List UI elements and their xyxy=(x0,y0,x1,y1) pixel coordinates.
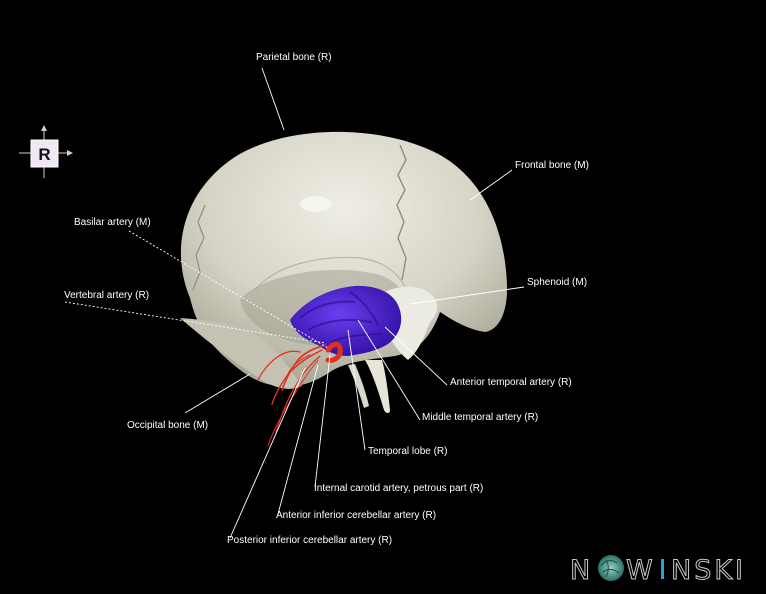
ica-segment xyxy=(325,341,343,363)
leader-basilar xyxy=(128,230,329,349)
label-vertebral-artery: Vertebral artery (R) xyxy=(64,290,149,301)
artery-branch-4 xyxy=(267,359,319,447)
pterygoid-process xyxy=(365,360,390,413)
watermark: N W NSKI xyxy=(570,555,746,587)
temporal-lobe-gyri xyxy=(299,291,383,343)
styloid-process xyxy=(348,364,369,408)
label-internal-carotid-artery: Internal carotid artery, petrous part (R… xyxy=(314,483,483,494)
artery-branch-3 xyxy=(275,355,321,433)
label-temporal-lobe: Temporal lobe (R) xyxy=(368,446,447,457)
label-sphenoid: Sphenoid (M) xyxy=(527,277,587,288)
leader-mid-temporal xyxy=(357,319,421,421)
squamous-suture xyxy=(254,256,411,301)
leader-temporal-lobe xyxy=(347,329,366,451)
label-pica: Posterior inferior cerebellar artery (R) xyxy=(227,535,392,546)
artery-branch-5 xyxy=(257,350,301,381)
label-middle-temporal-artery: Middle temporal artery (R) xyxy=(422,412,538,423)
label-anterior-temporal-artery: Anterior temporal artery (R) xyxy=(450,377,572,388)
label-parietal-bone: Parietal bone (R) xyxy=(256,52,332,63)
artery-branch-2 xyxy=(271,349,323,405)
label-aica: Anterior inferior cerebellar artery (R) xyxy=(276,510,436,521)
label-occipital-bone: Occipital bone (M) xyxy=(127,420,208,431)
leader-sphenoid xyxy=(409,286,525,305)
coronal-suture xyxy=(396,144,407,281)
leader-pica xyxy=(229,367,306,539)
leader-frontal xyxy=(469,169,513,201)
labels: Parietal bone (R) Frontal bone (M) Basil… xyxy=(64,52,589,546)
leader-ant-temporal xyxy=(384,326,448,386)
watermark-brain-folds xyxy=(600,559,620,578)
watermark-i-bar xyxy=(661,559,664,579)
arteries xyxy=(257,341,343,447)
leader-occipital xyxy=(184,373,251,414)
leader-aica xyxy=(277,364,319,515)
orientation-letter: R xyxy=(38,145,50,164)
leader-lines xyxy=(64,67,525,539)
label-basilar-artery: Basilar artery (M) xyxy=(74,217,151,228)
skull xyxy=(180,131,508,413)
artery-branch-1 xyxy=(281,344,326,391)
skull-highlight xyxy=(300,196,332,212)
watermark-nski: NSKI xyxy=(671,555,746,586)
orientation-cube: R xyxy=(19,125,73,178)
temporal-lobe xyxy=(290,285,402,356)
watermark-brain-icon xyxy=(598,555,624,581)
leader-ica xyxy=(314,354,331,488)
leader-parietal xyxy=(261,67,285,131)
watermark-n: N xyxy=(570,555,593,586)
label-frontal-bone: Frontal bone (M) xyxy=(515,160,589,171)
artery-branch-6 xyxy=(285,354,311,379)
occipital-base xyxy=(180,318,302,389)
lambdoid-suture xyxy=(192,204,206,291)
watermark-w: W xyxy=(626,555,656,586)
